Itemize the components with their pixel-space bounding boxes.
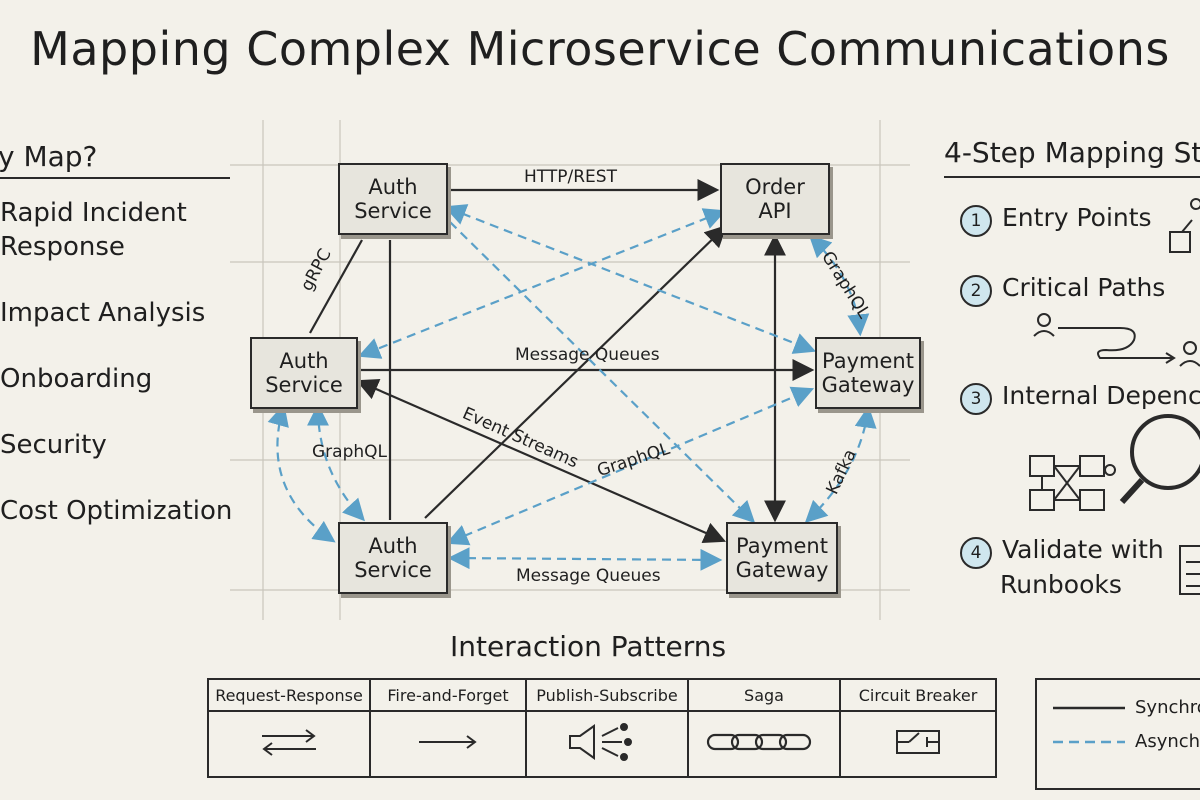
- node-payment-gateway-bottom[interactable]: Payment Gateway: [726, 522, 838, 594]
- node-label-line: Auth: [279, 349, 329, 373]
- edge-async-message-queues: [447, 547, 723, 571]
- pattern-cell-fire-and-forget: [369, 710, 527, 778]
- steps-sketch-icons: [1029, 198, 1200, 595]
- pattern-header-circuit-breaker: Circuit Breaker: [839, 678, 997, 712]
- entry-box-icon: [1169, 231, 1191, 253]
- step-label: Critical Paths: [1002, 273, 1166, 302]
- node-payment-gateway-mid[interactable]: Payment Gateway: [815, 337, 921, 409]
- patterns-header-row: Request-Response Fire-and-Forget Publish…: [207, 678, 997, 712]
- step-number: 2: [960, 275, 992, 307]
- edge-async-graphql-left-outer: [267, 403, 336, 543]
- patterns-icon-row: [207, 710, 997, 778]
- reason-onboarding: Onboarding: [0, 364, 153, 394]
- node-order-api[interactable]: Order API: [720, 163, 830, 235]
- node-label-line: API: [758, 199, 792, 223]
- step-label: Entry Points: [1002, 203, 1152, 232]
- node-label-line: Auth: [368, 534, 418, 558]
- step-validate-runbooks: 4 Validate with Runbooks: [960, 534, 1164, 601]
- step-entry-points: 1 Entry Points: [960, 202, 1152, 237]
- arrow-right-icon: [419, 735, 477, 749]
- node-label-line: Gateway: [821, 373, 915, 397]
- step-label: Internal Depenc: [1002, 381, 1200, 410]
- edge-async-auth-payment: [443, 204, 817, 354]
- bidirectional-arrows-icon: [262, 729, 316, 756]
- reason-cost-optimization: Cost Optimization: [0, 496, 233, 526]
- pattern-header-saga: Saga: [687, 678, 841, 712]
- label-graphql-left: GraphQL: [312, 442, 387, 462]
- legend-async-label: Asynchr: [1135, 731, 1200, 752]
- steps-heading: 4-Step Mapping St: [944, 136, 1200, 169]
- step-critical-paths: 2 Critical Paths: [960, 272, 1165, 307]
- magnifier-icon: [1130, 414, 1200, 490]
- pattern-header-request-response: Request-Response: [207, 678, 371, 712]
- pattern-cell-circuit-breaker: [839, 710, 997, 778]
- node-label-line: Auth: [368, 175, 418, 199]
- edge-async-kafka: [804, 405, 877, 524]
- step-label-line2: Runbooks: [1000, 570, 1122, 599]
- legend-sync-label: Synchro: [1135, 697, 1200, 718]
- step-number: 3: [960, 383, 992, 415]
- reason-rapid-incident: Rapid Incident Response: [0, 196, 187, 264]
- node-auth-service-bottom[interactable]: Auth Service: [338, 522, 448, 594]
- pattern-cell-request-response: [207, 710, 371, 778]
- why-map-underline: [0, 177, 230, 179]
- why-map-heading: y Map?: [0, 140, 98, 173]
- label-message-queues-bottom: Message Queues: [516, 566, 661, 586]
- steps-underline: [944, 176, 1200, 178]
- node-label-line: Payment: [822, 349, 914, 373]
- pattern-header-publish-subscribe: Publish-Subscribe: [525, 678, 689, 712]
- step-number: 1: [960, 205, 992, 237]
- node-label-line: Service: [265, 373, 343, 397]
- user-icon: [1037, 313, 1051, 327]
- pattern-cell-saga: [687, 710, 841, 778]
- reason-line: Rapid Incident: [0, 198, 187, 228]
- user-icon: [1183, 341, 1197, 355]
- clipboard-icon: [1179, 545, 1200, 595]
- node-label-line: Order: [745, 175, 805, 199]
- edge-async-graphql-center: [445, 386, 815, 546]
- reason-impact-analysis: Impact Analysis: [0, 298, 206, 328]
- node-label-line: Gateway: [735, 558, 829, 582]
- node-label-line: Payment: [736, 534, 828, 558]
- interaction-patterns-table: Request-Response Fire-and-Forget Publish…: [207, 678, 997, 778]
- node-auth-service-mid[interactable]: Auth Service: [250, 337, 358, 409]
- edge-grpc: [309, 239, 363, 334]
- label-http-rest: HTTP/REST: [524, 167, 617, 187]
- node-label-line: Service: [354, 558, 432, 582]
- label-message-queues-mid: Message Queues: [515, 345, 660, 365]
- step-label: Validate with: [1002, 535, 1164, 564]
- node-label-line: Service: [354, 199, 432, 223]
- legend-line-samples: [1053, 706, 1125, 744]
- edge-async-graphql-left-inner: [307, 403, 365, 522]
- page-title: Mapping Complex Microservice Communicati…: [30, 22, 1170, 76]
- edge-legend: Synchro Asynchr: [1035, 678, 1200, 790]
- circuit-switch-icon: [896, 730, 940, 754]
- step-internal-dependencies: 3 Internal Depenc: [960, 380, 1200, 415]
- node-auth-service-top[interactable]: Auth Service: [338, 163, 448, 235]
- reason-security: Security: [0, 430, 107, 460]
- pattern-header-fire-and-forget: Fire-and-Forget: [369, 678, 527, 712]
- reason-line: Response: [0, 232, 125, 262]
- edge-async-graphql-right: [808, 234, 870, 337]
- pattern-cell-publish-subscribe: [525, 710, 689, 778]
- interaction-patterns-title: Interaction Patterns: [450, 630, 727, 663]
- chain-links-icon: [706, 733, 812, 751]
- megaphone-broadcast-icon: [569, 723, 632, 761]
- step-number: 4: [960, 537, 992, 569]
